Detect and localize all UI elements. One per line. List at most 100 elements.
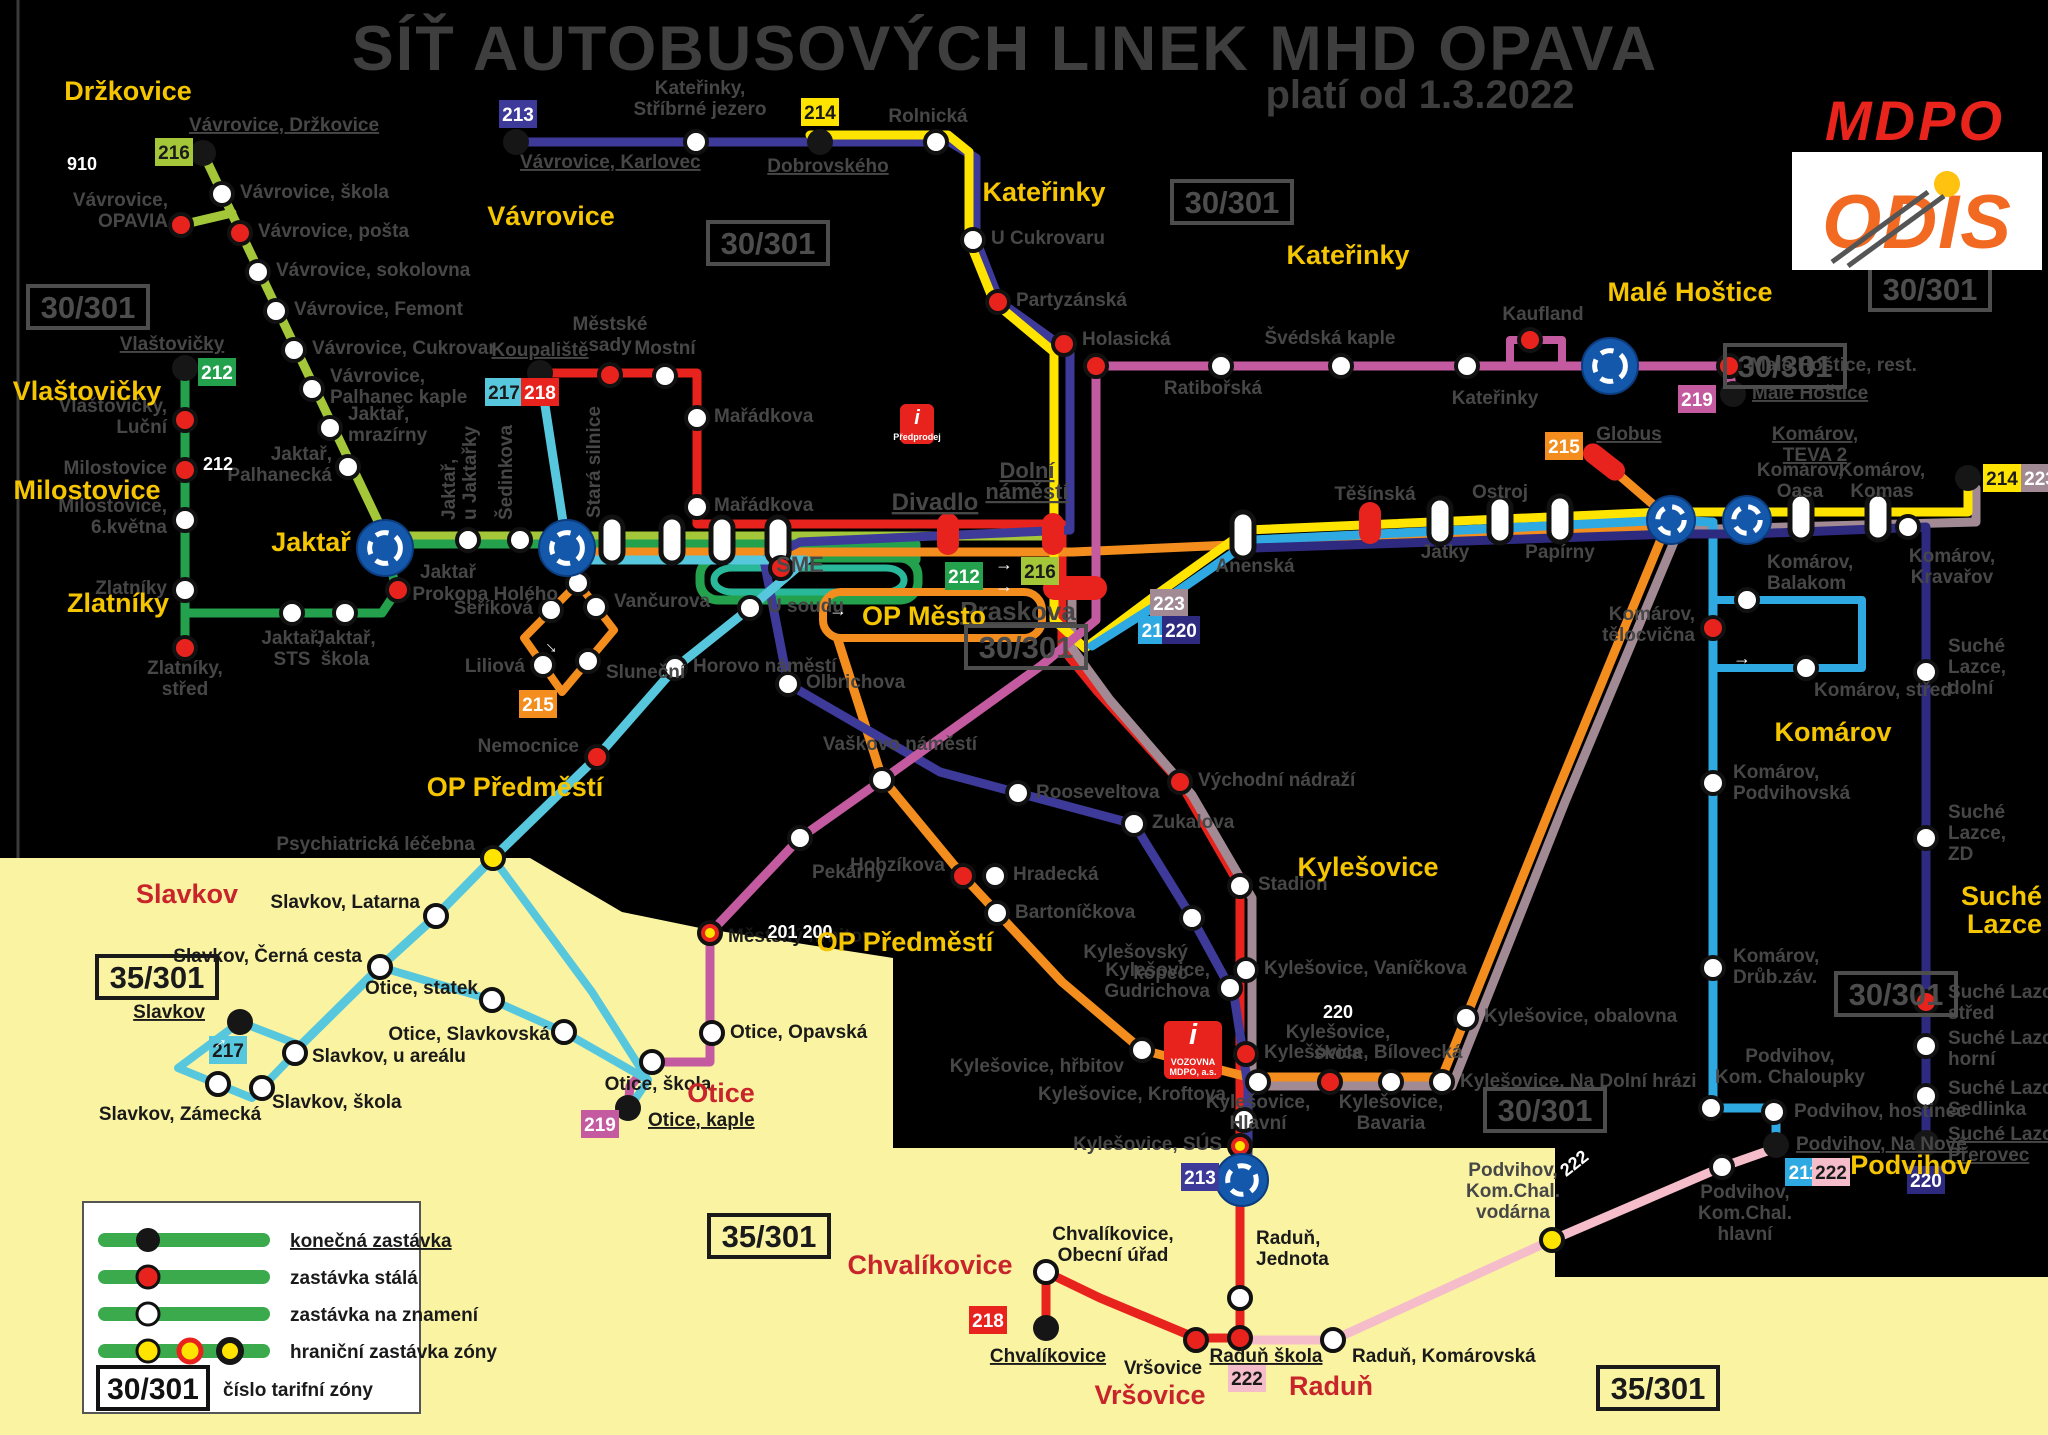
stop-label-horovo-náměstí: Horovo náměstí <box>693 656 837 677</box>
map-title: SÍŤ AUTOBUSOVÝCH LINEK MHD OPAVA <box>352 13 1659 84</box>
stop-vávrovice-škola <box>209 181 235 207</box>
stop-dot-regular <box>1317 1069 1343 1095</box>
stop-layer <box>168 129 1981 1353</box>
stop-dot-request <box>662 655 688 681</box>
line-badge-box <box>1228 1364 1266 1392</box>
stop-komárov-kravařov <box>1895 514 1921 540</box>
logo-block: MDPO ODIS <box>1792 89 2042 270</box>
stop-dot-zone-boundary-center <box>705 928 715 938</box>
stop-dot-terminal <box>1955 465 1981 491</box>
area-label-vlaštovičky: Vlaštovičky <box>13 376 162 406</box>
stop-dot-request <box>1208 353 1234 379</box>
stop-dot-regular <box>172 407 198 433</box>
legend-boundary-red-dot <box>176 1337 204 1365</box>
stop-dot-zone-boundary <box>480 845 506 871</box>
stop-šeříková <box>538 597 564 623</box>
stop-dot-request <box>335 454 361 480</box>
stop-suché-lazce-horní <box>1913 1033 1939 1059</box>
stop-vlaštovičky-luční <box>172 407 198 433</box>
roundabout-arrows <box>367 530 403 566</box>
stop-label-šedinkova: Šedinkova <box>495 425 517 520</box>
roundabout-icon <box>1215 1153 1269 1207</box>
stop-dot-request <box>684 405 710 431</box>
stop-label-u-cukrovaru: U Cukrovaru <box>991 228 1105 249</box>
stop-dot-request <box>923 129 949 155</box>
stop-dot-terminal <box>1913 1130 1939 1156</box>
stop-dot-request <box>551 1019 577 1045</box>
stop-jaktař-sts <box>279 600 305 626</box>
stop-label-jatky: Jatky <box>1421 542 1470 563</box>
stop-u-cukrovaru <box>960 227 986 253</box>
stop-label-hradecká: Hradecká <box>1013 864 1099 885</box>
stop-label-malé-hoštice-rest: Malé Hoštice, rest. <box>1750 355 1917 376</box>
stop-dot-request <box>984 900 1010 926</box>
stop-komárov-drůb-záv <box>1700 955 1726 981</box>
stop-otice-kaple <box>615 1095 641 1121</box>
stop-chvalíkovice-obecní-úřad <box>1033 1259 1059 1285</box>
area-label-kateřinky: Kateřinky <box>1286 240 1409 270</box>
stop-dot-request <box>205 1071 231 1097</box>
stop-dot-terminal <box>190 140 216 166</box>
stop-label-kylešovice-škola: Kylešovice,škola <box>1286 1022 1391 1064</box>
stop-otice-statek <box>479 987 505 1013</box>
stop-label-suché-lazce-střed: Suché Lazce,střed <box>1948 982 2048 1024</box>
stop-label-sluneční: Sluneční <box>606 662 686 683</box>
direction-arrow-icon: → <box>995 554 1013 574</box>
stop-kylešovice-škola <box>1317 1069 1343 1095</box>
area-label-vršovice: Vršovice <box>1094 1380 1205 1410</box>
stop-dot-request <box>1121 811 1147 837</box>
stop-dot-regular <box>985 289 1011 315</box>
roundabout-arrows <box>549 530 585 566</box>
line-badge-box <box>198 358 236 386</box>
stop-raduň-škola <box>1227 1325 1253 1351</box>
stop-milostovice-6-května <box>172 507 198 533</box>
stop-nemocnice <box>584 744 610 770</box>
stop-jaktař-škola <box>332 600 358 626</box>
line-badge-box <box>521 378 559 406</box>
area-label-držkovice: Držkovice <box>64 76 192 106</box>
stop-stará-silnice <box>598 514 626 566</box>
line-badge-number: 222 <box>1231 1369 1263 1390</box>
stop-jaktař-palhanecká <box>335 454 361 480</box>
odis-logo-box <box>1792 152 2042 270</box>
tariff-zone-35-301-area <box>0 858 2048 1435</box>
roundabout-circle <box>1722 495 1772 545</box>
stop-kaufland <box>1517 327 1543 353</box>
stop-label-vaškovo-náměstí: Vaškovo náměstí <box>823 734 978 755</box>
legend-label-zastávka-na-znamení: zastávka na znamení <box>290 1305 479 1326</box>
line-badge-215: 215 <box>1545 432 1583 460</box>
zone-box-border <box>706 220 830 266</box>
stop-globus <box>1582 443 1626 481</box>
stop-mařádkova <box>684 494 710 520</box>
zone-box-border <box>1723 343 1847 389</box>
stop-dot-request <box>1245 1069 1271 1095</box>
roundabout-arrows <box>1225 1163 1259 1197</box>
stop-dot-request <box>960 227 986 253</box>
line-badge-box <box>801 98 839 126</box>
zone-box-border <box>1170 179 1294 225</box>
line-badge-box <box>945 562 983 590</box>
line-badge-220: 220 <box>1907 1166 1945 1194</box>
area-label-sme: SME <box>776 552 824 577</box>
stop-kylešovice-kroftova <box>1231 1107 1257 1133</box>
stop-dot-request <box>787 825 813 851</box>
stop-dot-request <box>575 648 601 674</box>
line-badge-number: 213 <box>502 105 534 126</box>
zone-box-35-301: 35/301 <box>95 954 219 1000</box>
stop-dot-terminal <box>503 129 529 155</box>
stop-oval-major <box>937 513 959 555</box>
area-label-malé-hoštice: Malé Hoštice <box>1607 277 1772 307</box>
stop-rooseveltova <box>1005 780 1031 806</box>
map-subtitle: platí od 1.3.2022 <box>1265 73 1574 117</box>
stop-dot-request <box>775 671 801 697</box>
line-badge-box <box>155 138 193 166</box>
zone-box-number: 30/301 <box>1849 977 1944 1012</box>
stop-label-otice-slavkovská: Otice, Slavkovská <box>388 1024 550 1045</box>
legend-label-konečná-zastávka: konečná zastávka <box>290 1231 452 1252</box>
stop-dot-terminal <box>172 355 198 381</box>
line-badge-box <box>2021 464 2048 492</box>
